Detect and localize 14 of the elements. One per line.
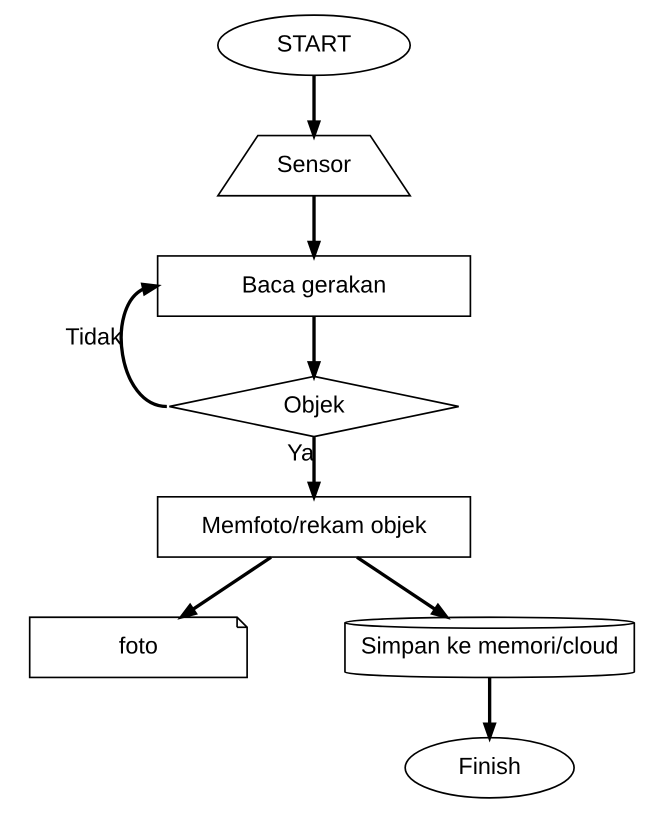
node-ellipse: START <box>216 14 411 76</box>
node-diamond: Objek <box>168 376 460 438</box>
node-ellipse: Finish <box>404 736 574 799</box>
node-box: Baca gerakan <box>156 255 471 318</box>
arrow <box>306 196 321 261</box>
node-box: Memfoto/rekam objek <box>156 496 471 558</box>
arrow <box>176 556 272 620</box>
arrow <box>306 316 321 382</box>
arrow <box>306 437 321 502</box>
arrow <box>306 76 321 140</box>
arrow <box>119 282 167 408</box>
edge-label: Ya <box>286 440 314 466</box>
arrow <box>356 556 450 620</box>
arrow <box>482 678 496 743</box>
